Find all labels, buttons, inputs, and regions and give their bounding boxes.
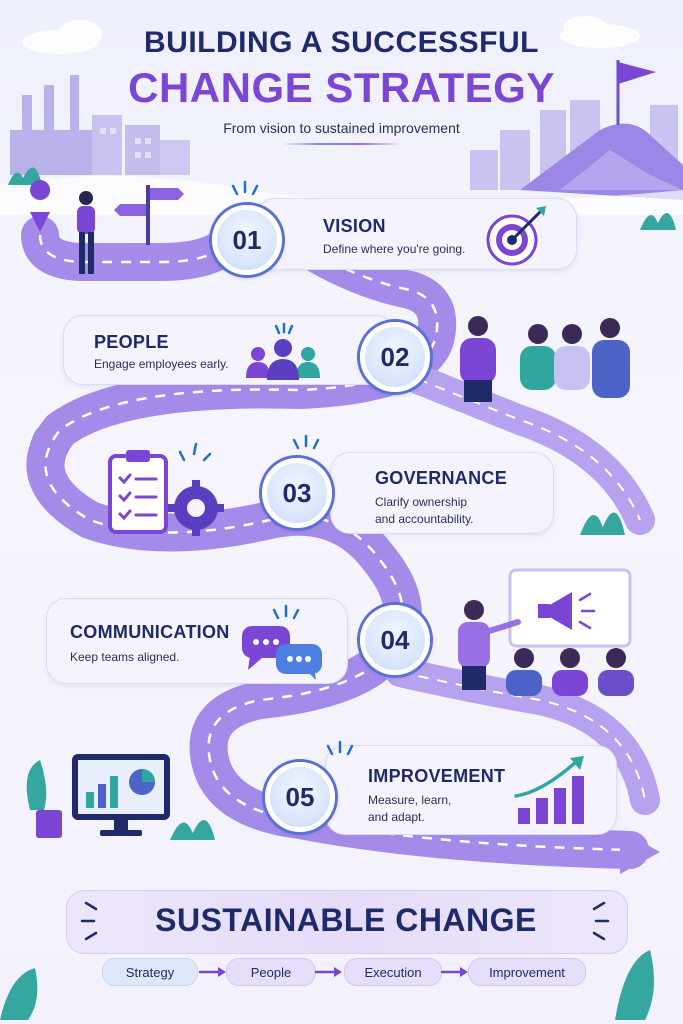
step-card-people [63, 315, 395, 385]
step-title: IMPROVEMENT [368, 766, 506, 786]
growth-chart-icon [514, 756, 584, 824]
step-number-badge: 02 [360, 322, 430, 392]
step-description: and accountability. [375, 512, 474, 526]
step-number-badge: 01 [212, 205, 282, 275]
road-arrow-icon [620, 830, 660, 874]
location-pin-icon [30, 212, 50, 232]
megaphone-icon [548, 592, 572, 630]
subtitle: From vision to sustained improvement [223, 120, 460, 136]
step-title: PEOPLE [94, 332, 169, 352]
factory-skyline [10, 75, 190, 175]
target-icon [486, 206, 546, 266]
presentation-illustration [458, 568, 634, 696]
step-description: Keep teams aligned. [70, 650, 180, 664]
flow-step-execution: Execution [344, 958, 442, 986]
step-description: Engage employees early. [94, 357, 229, 371]
team-discussion-illustration [460, 316, 630, 402]
step-description: and adapt. [368, 810, 425, 824]
person-walking-icon [77, 191, 95, 274]
flow-step-improvement: Improvement [468, 958, 586, 986]
step-number-badge: 04 [360, 605, 430, 675]
chat-bubbles-icon [242, 604, 322, 680]
clipboard-gear-icon [108, 442, 224, 536]
step-title: GOVERNANCE [375, 468, 508, 488]
sparkle-lines [231, 180, 259, 196]
signpost-icon [114, 185, 184, 245]
step-card-improvement [325, 745, 617, 835]
step-description: Measure, learn, [368, 793, 452, 807]
step-description: Clarify ownership [375, 495, 468, 509]
step-title: VISION [323, 216, 386, 236]
flag-icon [618, 62, 656, 84]
step-description: Define where you're going. [323, 242, 466, 256]
title-line-1: BUILDING A SUCCESSFUL [144, 26, 539, 59]
title-line-2: CHANGE STRATEGY [128, 64, 555, 111]
people-group-icon [246, 322, 320, 380]
footer-banner [66, 890, 628, 954]
flow-step-strategy: Strategy [102, 958, 198, 986]
step-title: COMMUNICATION [70, 622, 230, 642]
sparkle-lines [292, 434, 320, 450]
monitor-dashboard-icon [72, 754, 170, 836]
step-number-badge: 05 [265, 762, 335, 832]
cloud-decoration [22, 16, 640, 54]
sparkle-lines [80, 901, 610, 941]
step-number-badge: 03 [262, 458, 332, 528]
footer-title: SUSTAINABLE CHANGE [155, 902, 537, 938]
flow-arrows [198, 967, 468, 977]
sparkle-lines [326, 740, 354, 756]
subtitle-underline [276, 143, 406, 145]
plant-decoration [0, 167, 676, 1020]
